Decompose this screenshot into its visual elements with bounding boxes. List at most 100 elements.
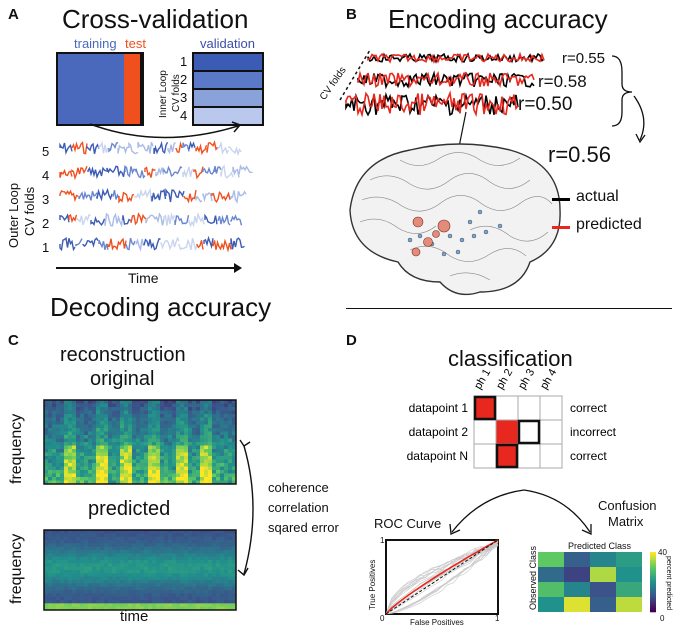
spectrogram-cell <box>192 417 197 422</box>
spectrogram-cell <box>204 421 209 425</box>
spectrogram-cell <box>76 407 81 411</box>
spectrogram-cell <box>120 573 125 578</box>
spectrogram-cell <box>76 570 81 574</box>
spectrogram-cell <box>188 566 193 571</box>
spectrogram-cell <box>108 600 113 604</box>
colorbar-step <box>650 562 656 565</box>
colorbar-step <box>650 586 656 589</box>
spectrogram-cell <box>156 560 161 564</box>
spectrogram-cell <box>44 473 49 478</box>
spectrogram-cell <box>76 550 81 554</box>
spectrogram-cell <box>160 407 165 411</box>
spectrogram-cell <box>156 403 161 408</box>
spectrogram-cell <box>144 473 149 478</box>
spectrogram-cell <box>180 428 185 432</box>
spectrogram-cell <box>120 583 125 588</box>
spectrogram-cell <box>116 456 121 460</box>
spectrogram-cell <box>228 530 233 534</box>
spectrogram-cell <box>52 466 57 471</box>
spectrogram-cell <box>56 438 61 443</box>
spectrogram-cell <box>148 596 153 601</box>
spectrogram-cell <box>144 403 149 408</box>
spectrogram-cell <box>196 553 201 558</box>
outer-trace-segment <box>217 214 231 226</box>
spectrogram-cell <box>116 606 121 611</box>
spectrogram-cell <box>56 414 61 418</box>
spectrogram-cell <box>232 573 237 578</box>
spectrogram-cell <box>208 452 213 457</box>
spectrogram-cell <box>80 407 85 411</box>
spectrogram-cell <box>188 417 193 422</box>
spectrogram-cell <box>184 456 189 460</box>
spectrogram-cell <box>72 431 77 436</box>
spectrogram-cell <box>208 573 213 578</box>
spectrogram-cell <box>208 400 213 404</box>
confusion-cell <box>538 597 564 612</box>
outer-trace-segment <box>195 195 203 203</box>
spectrogram-cell <box>56 560 61 564</box>
spectrogram-cell <box>156 596 161 601</box>
spectrogram-cell <box>60 580 65 584</box>
spectrogram-cell <box>148 560 153 564</box>
spectrogram-cell <box>112 556 117 561</box>
spectrogram-cell <box>216 438 221 443</box>
spectrogram-cell <box>148 543 153 548</box>
spectrogram-cell <box>84 477 89 481</box>
spectrogram-cell <box>184 556 189 561</box>
spectrogram-cell <box>172 403 177 408</box>
spectrogram-cell <box>212 573 217 578</box>
spectrogram-cell <box>72 583 77 588</box>
spectrogram-cell <box>212 550 217 554</box>
spectrogram-cell <box>144 442 149 446</box>
spectrogram-cell <box>100 407 105 411</box>
spectrogram-cell <box>80 438 85 443</box>
spectrogram-cell <box>80 445 85 450</box>
spectrogram-cell <box>144 603 149 608</box>
spectrogram-cell <box>168 556 173 561</box>
spectrogram-cell <box>128 466 133 471</box>
outer-trace-segment <box>238 164 253 175</box>
spectrogram-cell <box>184 438 189 443</box>
spectrogram-cell <box>152 428 157 432</box>
spectrogram-cell <box>132 593 137 598</box>
spectrogram-cell <box>104 533 109 538</box>
spectrogram-cell <box>104 580 109 584</box>
spectrogram-cell <box>116 428 121 432</box>
outer-trace-segment <box>188 140 196 150</box>
spectrogram-cell <box>212 403 217 408</box>
spectrogram-cell <box>124 466 129 471</box>
spectrogram-cell <box>232 556 237 561</box>
spectrogram-cell <box>84 421 89 425</box>
spectrogram-cell <box>56 583 61 588</box>
spectrogram-cell <box>48 400 53 404</box>
spectrogram-cell <box>92 596 97 601</box>
spectrogram-cell <box>124 570 129 574</box>
spectrogram-cell <box>188 470 193 474</box>
spectrogram-cell <box>200 543 205 548</box>
spectrogram-cell <box>48 466 53 471</box>
spectrogram-cell <box>88 543 93 548</box>
spectrogram-cell <box>192 421 197 425</box>
spectrogram-cell <box>84 560 89 564</box>
spectrogram-cell <box>64 452 69 457</box>
spectrogram-cell <box>152 593 157 598</box>
spectrogram-cell <box>44 421 49 425</box>
spectrogram-cell <box>156 530 161 534</box>
spectrogram-cell <box>124 438 129 443</box>
spectrogram-cell <box>56 477 61 481</box>
spectrogram-cell <box>152 553 157 558</box>
spectrogram-cell <box>124 566 129 571</box>
spectrogram-cell <box>100 596 105 601</box>
spectrogram-cell <box>228 403 233 408</box>
spectrogram-cell <box>208 590 213 594</box>
spectrogram-cell <box>80 473 85 478</box>
spectrogram-cell <box>196 533 201 538</box>
spectrogram-cell <box>68 431 73 436</box>
spectrogram-cell <box>208 470 213 474</box>
spectrogram-cell <box>96 566 101 571</box>
spectrogram-cell <box>140 477 145 481</box>
spectrogram-cell <box>192 435 197 439</box>
spectrogram-cell <box>188 428 193 432</box>
spectrogram-cell <box>132 596 137 601</box>
